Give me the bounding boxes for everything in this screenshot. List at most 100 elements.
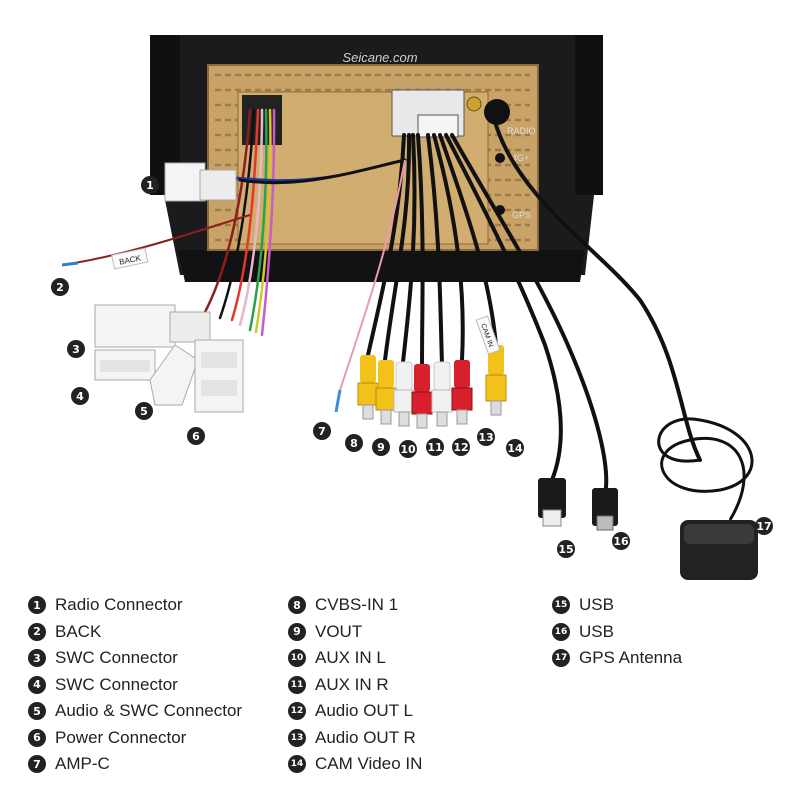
- svg-text:16: 16: [613, 535, 629, 548]
- legend-item: 12 Audio OUT L: [288, 698, 422, 725]
- legend-number: 17: [552, 649, 570, 668]
- svg-text:15: 15: [558, 543, 573, 556]
- amp-c-tip: [334, 389, 342, 413]
- legend-label: GPS Antenna: [579, 648, 683, 668]
- legend-item: 13 Audio OUT R: [288, 725, 422, 752]
- legend-number: 12: [288, 702, 306, 721]
- callout-9: 9: [372, 438, 390, 456]
- callout-11: 11: [426, 438, 444, 456]
- brand-watermark: Seicane.com: [342, 50, 417, 65]
- fourg-port-label: 4G+: [512, 153, 529, 163]
- wiring-diagram: Seicane.com RADIO 4G+ GPS: [51, 35, 773, 580]
- legend-item: 3 SWC Connector: [28, 645, 242, 672]
- unit-right-ear: [575, 35, 603, 195]
- amp-c-wire: [339, 159, 406, 391]
- gps-cable-coil: [657, 417, 754, 521]
- gps-antenna: [680, 520, 758, 580]
- legend-label: BACK: [55, 621, 102, 641]
- legend-number: 9: [288, 622, 306, 641]
- legend-item: 5 Audio & SWC Connector: [28, 698, 242, 725]
- swc-connector-4: [94, 349, 156, 381]
- callout-2: 2: [51, 278, 69, 296]
- gold-connector: [466, 96, 482, 112]
- rca-audio-out-r: [451, 360, 473, 425]
- svg-text:9: 9: [377, 441, 385, 454]
- legend-number: 5: [28, 702, 46, 721]
- callout-16: 16: [612, 532, 630, 550]
- callout-17: 17: [755, 517, 773, 535]
- rca-audio-out-l: [431, 361, 453, 427]
- legend-label: VOUT: [315, 621, 363, 641]
- legend-label: USB: [579, 595, 614, 615]
- swc-connector-3: [94, 304, 211, 348]
- gps-port-label: GPS: [512, 210, 531, 220]
- callout-13: 13: [477, 428, 495, 446]
- av-cables: [366, 123, 702, 497]
- legend-number: 8: [288, 596, 306, 615]
- legend-label: Audio OUT L: [315, 701, 413, 721]
- legend-label: Audio & SWC Connector: [55, 701, 243, 721]
- svg-text:5: 5: [140, 405, 148, 418]
- legend-label: SWC Connector: [55, 648, 178, 668]
- svg-text:2: 2: [56, 281, 64, 294]
- legend-label: CAM Video IN: [315, 754, 423, 774]
- legend-item: 14 CAM Video IN: [288, 751, 422, 778]
- legend-label: Audio OUT R: [315, 727, 416, 747]
- legend-item: 17 GPS Antenna: [552, 645, 682, 672]
- power-connector: [194, 339, 244, 413]
- callout-12: 12: [452, 438, 470, 456]
- legend-label: SWC Connector: [55, 674, 178, 694]
- legend-item: 8 CVBS-IN 1: [288, 592, 422, 619]
- svg-text:17: 17: [756, 520, 771, 533]
- callout-6: 6: [187, 427, 205, 445]
- legend-number: 3: [28, 649, 46, 668]
- callout-3: 3: [67, 340, 85, 358]
- legend-label: AUX IN R: [315, 674, 389, 694]
- rca-aux-in-r: [411, 364, 433, 429]
- legend-item: 16 USB: [552, 619, 682, 646]
- legend-label: CVBS-IN 1: [315, 595, 399, 615]
- radio-connector: [164, 162, 237, 202]
- rca-vout: [375, 360, 397, 425]
- legend-label: Radio Connector: [55, 595, 183, 615]
- callout-8: 8: [345, 434, 363, 452]
- legend-number: 10: [288, 649, 306, 668]
- callout-1: 1: [141, 176, 159, 194]
- radio-port-label: RADIO: [507, 126, 536, 136]
- svg-text:14: 14: [507, 442, 523, 455]
- usb-plug-15: [538, 478, 566, 527]
- fourg-port: [495, 153, 505, 163]
- callout-5: 5: [135, 402, 153, 420]
- unit-bottom-lip: [178, 250, 585, 282]
- legend-number: 2: [28, 622, 46, 641]
- rca-cam-video-in: [485, 345, 507, 416]
- callout-14: 14: [506, 439, 524, 457]
- legend-number: 16: [552, 622, 570, 641]
- back-tag: BACK: [111, 247, 149, 270]
- callout-4: 4: [71, 387, 89, 405]
- legend-number: 4: [28, 675, 46, 694]
- callout-7: 7: [313, 422, 331, 440]
- svg-text:6: 6: [192, 430, 200, 443]
- legend-item: 9 VOUT: [288, 619, 422, 646]
- svg-text:4: 4: [76, 390, 84, 403]
- audio-swc-connector: [149, 344, 199, 406]
- legend-label: USB: [579, 621, 614, 641]
- legend-label: AUX IN L: [315, 648, 386, 668]
- usb-plug-16: [592, 488, 618, 531]
- svg-text:3: 3: [72, 343, 80, 356]
- legend-number: 13: [288, 728, 306, 747]
- rca-cvbs-in: [357, 355, 379, 420]
- svg-text:8: 8: [350, 437, 358, 450]
- legend-item: 4 SWC Connector: [28, 672, 242, 699]
- legend-number: 14: [288, 755, 306, 774]
- legend-label: AMP-C: [55, 754, 110, 774]
- svg-text:11: 11: [427, 441, 442, 454]
- legend-item: 10 AUX IN L: [288, 645, 422, 672]
